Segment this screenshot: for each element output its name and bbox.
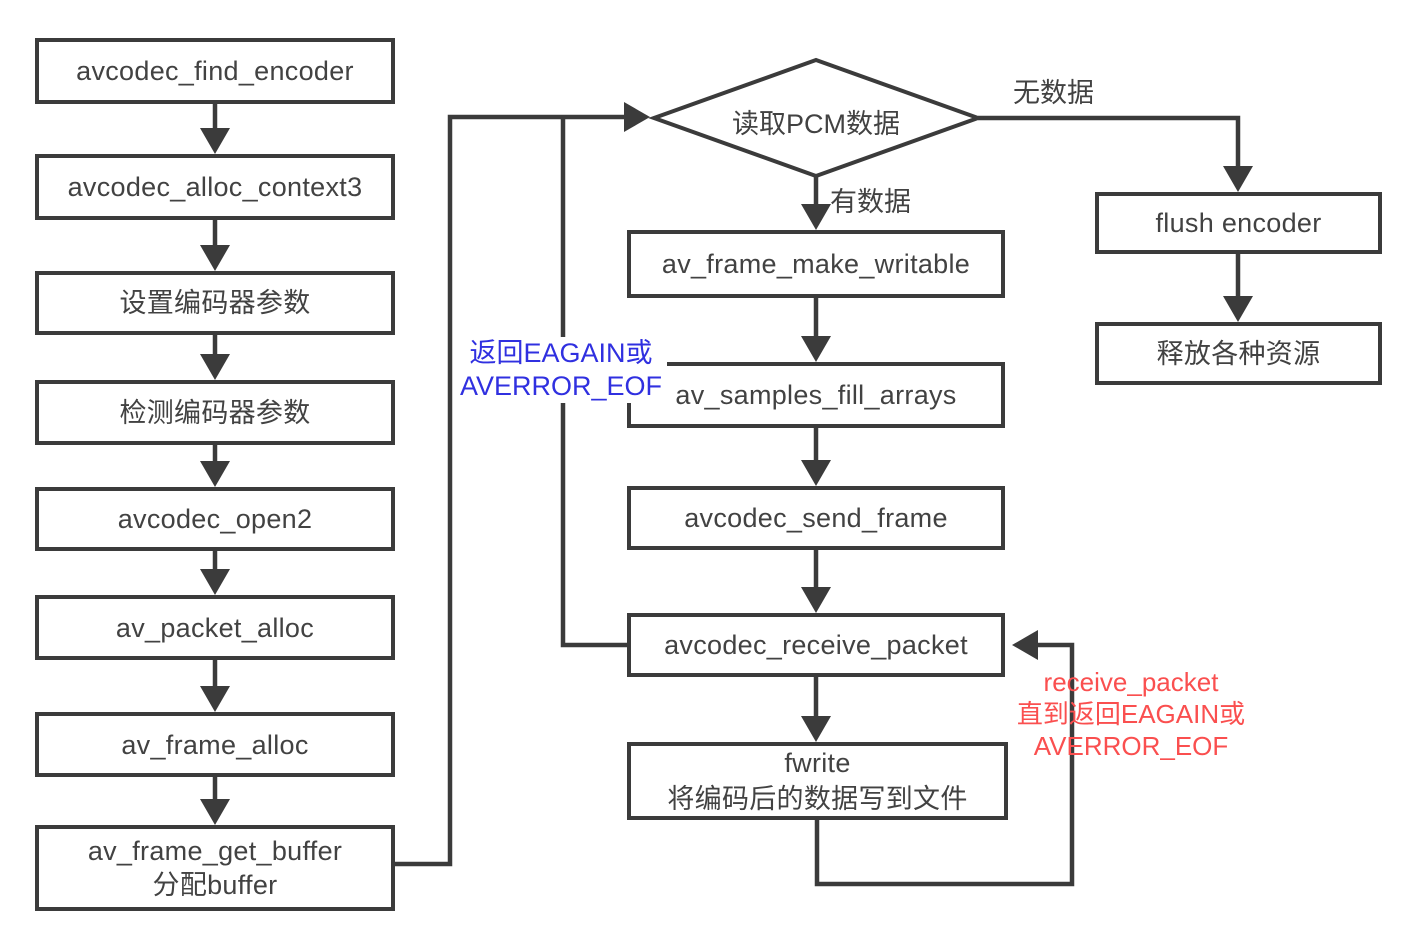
node-send-frame-box: avcodec_send_frame <box>627 486 1005 550</box>
node-packet-alloc-box: av_packet_alloc <box>35 595 395 660</box>
annotation-receive-until-eagain-line1: receive_packet <box>1043 667 1219 697</box>
node-frame-alloc-box: av_frame_alloc <box>35 712 395 777</box>
edge-set-params-to-check-params <box>200 334 230 380</box>
node-frame-get-buffer-label: av_frame_get_buffer <box>87 836 343 866</box>
node-open2-box: avcodec_open2 <box>35 487 395 551</box>
edge-frame-alloc-to-get-buffer <box>200 776 230 825</box>
node-set-encoder-params-box: 设置编码器参数 <box>35 271 395 335</box>
edge-make-writable-to-fill-arrays <box>801 297 831 362</box>
node-release-resources-box: 释放各种资源 <box>1095 322 1382 385</box>
node-packet-alloc-label: av_packet_alloc <box>115 612 315 643</box>
annotation-return-eagain-line2: AVERROR_EOF <box>459 371 663 401</box>
edge-fwrite-loopback-to-receive-packet <box>814 630 1075 887</box>
node-frame-alloc-label: av_frame_alloc <box>121 729 309 760</box>
node-fwrite-sublabel: 将编码后的数据写到文件 <box>667 784 968 814</box>
node-open2-label: avcodec_open2 <box>117 504 313 534</box>
node-read-pcm-diamond <box>648 57 984 179</box>
edge-fill-arrays-to-send-frame <box>801 427 831 486</box>
node-read-pcm-label: 读取PCM数据 <box>732 109 900 139</box>
node-receive-packet-box: avcodec_receive_packet <box>627 613 1005 677</box>
node-alloc-context3-label: avcodec_alloc_context3 <box>67 172 363 202</box>
edge-label-has-data: 有数据 <box>830 187 911 217</box>
node-check-encoder-params-label: 检测编码器参数 <box>119 397 311 428</box>
edge-flush-encoder-to-release <box>1223 253 1253 322</box>
edge-find-encoder-to-alloc-context3 <box>200 104 230 154</box>
edge-receive-packet-to-fwrite <box>801 676 831 742</box>
edge-receive-packet-loopback-to-read-pcm <box>560 117 627 648</box>
edge-packet-alloc-to-frame-alloc <box>200 659 230 712</box>
node-set-encoder-params-label: 设置编码器参数 <box>119 288 311 318</box>
annotation-return-eagain-line1: 返回EAGAIN或 <box>469 338 653 368</box>
edge-read-pcm-to-make-writable <box>801 175 831 230</box>
edge-open2-to-packet-alloc <box>200 550 230 595</box>
node-alloc-context3-box: avcodec_alloc_context3 <box>35 154 395 220</box>
node-frame-get-buffer-sublabel: 分配buffer <box>152 870 278 900</box>
node-check-encoder-params-box: 检测编码器参数 <box>35 380 395 445</box>
node-find-encoder-label: avcodec_find_encoder <box>76 56 354 86</box>
node-frame-get-buffer-box: av_frame_get_buffer 分配buffer <box>35 825 395 911</box>
node-samples-fill-arrays-box: av_samples_fill_arrays <box>627 362 1005 428</box>
annotation-return-eagain: 返回EAGAIN或 AVERROR_EOF <box>455 337 667 403</box>
edge-alloc-context3-to-set-params <box>200 219 230 271</box>
edge-send-frame-to-receive-packet <box>801 549 831 613</box>
node-find-encoder-box: avcodec_find_encoder <box>35 38 395 104</box>
edge-get-buffer-to-read-pcm <box>395 102 650 867</box>
node-receive-packet-label: avcodec_receive_packet <box>664 630 968 660</box>
edge-check-params-to-open2 <box>200 444 230 487</box>
node-flush-encoder-box: flush encoder <box>1095 192 1382 254</box>
annotation-receive-until-eagain-line2: 直到返回EAGAIN或 <box>1016 699 1246 729</box>
node-frame-make-writable-label: av_frame_make_writable <box>661 249 971 279</box>
annotation-receive-until-eagain-line3: AVERROR_EOF <box>1033 731 1229 761</box>
node-fwrite-label: fwrite <box>784 748 851 778</box>
annotation-receive-until-eagain: receive_packet 直到返回EAGAIN或 AVERROR_EOF <box>1002 666 1260 762</box>
node-samples-fill-arrays-label: av_samples_fill_arrays <box>675 380 957 410</box>
node-fwrite-box: fwrite 将编码后的数据写到文件 <box>627 742 1008 820</box>
edge-label-no-data: 无数据 <box>1013 78 1094 108</box>
node-release-resources-label: 释放各种资源 <box>1156 338 1321 369</box>
node-flush-encoder-label: flush encoder <box>1155 208 1322 238</box>
edge-read-pcm-to-flush-encoder <box>978 115 1253 192</box>
node-frame-make-writable-box: av_frame_make_writable <box>627 230 1005 298</box>
node-send-frame-label: avcodec_send_frame <box>684 503 948 533</box>
